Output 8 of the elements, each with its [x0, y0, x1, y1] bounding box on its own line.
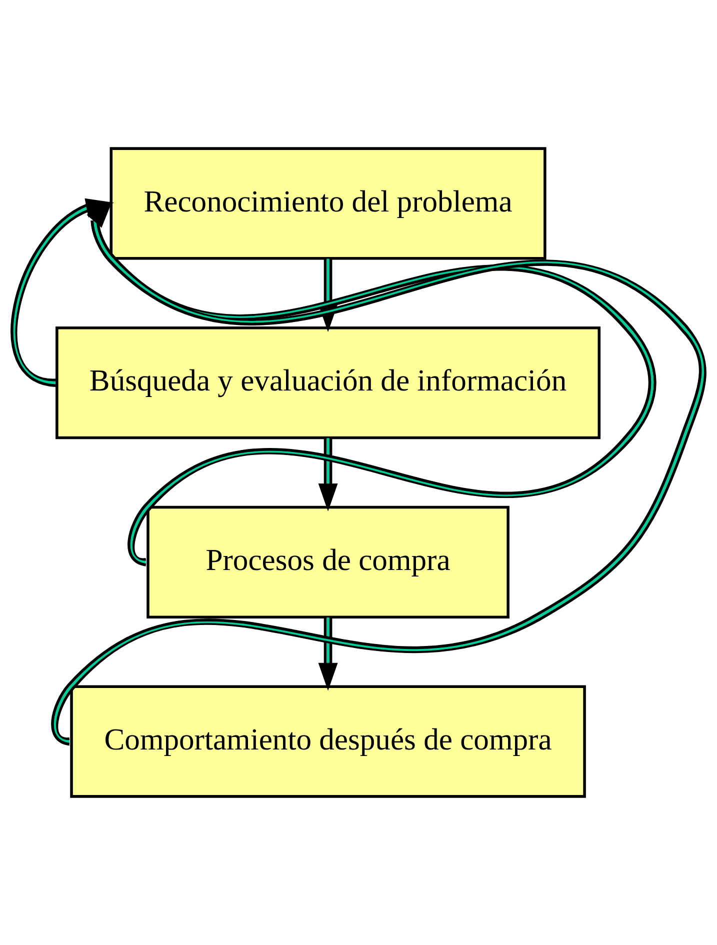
arrow — [318, 618, 338, 691]
arrow — [318, 438, 338, 512]
arrow — [86, 200, 656, 566]
node-box: Reconocimiento del problema — [110, 147, 546, 260]
arrow — [51, 200, 706, 746]
node-box: Procesos de compra — [146, 506, 510, 618]
node-box: Comportamiento después de compra — [70, 685, 586, 798]
node-box: Búsqueda y evaluación de información — [56, 326, 601, 440]
